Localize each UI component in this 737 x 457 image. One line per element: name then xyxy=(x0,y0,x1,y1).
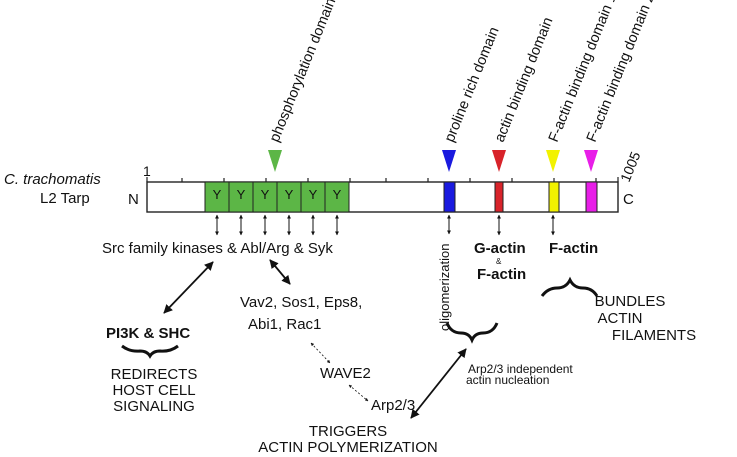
wave2-to-arp-arrow xyxy=(348,384,369,402)
tyrosine-repeat-3 xyxy=(252,181,278,213)
tyrosine-label-2: Y xyxy=(237,187,246,202)
tyrosine-repeat-1 xyxy=(204,181,230,213)
vav-to-wave2-arrow xyxy=(310,342,331,364)
factin-binding-1-box xyxy=(548,181,560,213)
nucleation-line-2: actin nucleation xyxy=(466,373,549,387)
arp23-label: Arp2/3 xyxy=(371,397,415,414)
species-label: C. trachomatis xyxy=(4,171,101,188)
vav2-line-1: Vav2, Sos1, Eps8, xyxy=(240,294,362,311)
phosphorylation-marker xyxy=(268,150,282,172)
redirects-line-3: SIGNALING xyxy=(113,398,195,415)
wave2-label: WAVE2 xyxy=(320,365,371,382)
ampersand-label: & xyxy=(496,257,502,266)
tyrosine-label-6: Y xyxy=(333,187,342,202)
actin-binding-marker xyxy=(492,150,506,172)
redirects-block: REDIRECTS HOST CELL SIGNALING xyxy=(111,366,198,415)
repeat-interaction-arrows xyxy=(215,214,555,236)
f-actin-label-under-g: F-actin xyxy=(477,266,526,283)
phosphorylation-domain-label: phosphorylation domain xyxy=(267,0,340,144)
bundles-line-3: FILAMENTS xyxy=(612,327,696,344)
bundles-line-2: ACTIN xyxy=(598,310,643,327)
proline-rich-box xyxy=(443,181,456,213)
oligomerization-label: oligomerization xyxy=(437,244,452,331)
redirects-line-2: HOST CELL xyxy=(112,382,195,399)
f-actin-label: F-actin xyxy=(549,240,598,257)
actin-binding-box xyxy=(494,181,504,213)
triggers-line-1: TRIGGERS xyxy=(309,423,387,440)
bundles-brace xyxy=(540,276,599,297)
tyrosine-label-4: Y xyxy=(285,187,294,202)
protein-name-label: L2 Tarp xyxy=(40,190,90,207)
factin1-marker xyxy=(546,150,560,172)
tyrosine-repeat-5 xyxy=(300,181,326,213)
c-terminus-label: C xyxy=(623,191,634,208)
actin-binding-domain-label: actin binding domain xyxy=(492,15,557,144)
end-residue-label: 1005 xyxy=(617,149,644,184)
pi3k-brace xyxy=(121,344,179,359)
tyrosine-repeat-4 xyxy=(276,181,302,213)
g-actin-label: G-actin xyxy=(474,240,526,257)
nucleation-brace xyxy=(445,322,499,344)
vav2-arrow xyxy=(269,259,291,285)
tyrosine-label-5: Y xyxy=(309,187,318,202)
factin2-marker xyxy=(584,150,598,172)
nucleation-line-1: Arp2/3 independent xyxy=(468,362,573,376)
bundles-block: BUNDLES ACTIN FILAMENTS xyxy=(595,293,697,344)
proline-domain-label: proline rich domain xyxy=(442,25,503,145)
nucleation-arrow xyxy=(410,348,467,419)
factin-binding-2-box xyxy=(585,181,598,213)
proline-marker xyxy=(442,150,456,172)
start-residue-label: 1 xyxy=(143,163,151,179)
pi3k-shc-label: PI3K & SHC xyxy=(106,325,190,342)
factin1-domain-label: F-actin binding domain 1 xyxy=(546,0,620,144)
src-kinases-label: Src family kinases & Abl/Arg & Syk xyxy=(102,240,333,257)
n-terminus-label: N xyxy=(128,191,139,208)
tyrosine-repeat-6 xyxy=(324,181,350,213)
vav2-line-2: Abi1, Rac1 xyxy=(248,316,321,333)
pi3k-arrow xyxy=(163,261,214,314)
redirects-line-1: REDIRECTS xyxy=(111,366,198,383)
tyrosine-labels: Y Y Y Y Y Y xyxy=(213,187,342,202)
tyrosine-label-3: Y xyxy=(261,187,270,202)
tyrosine-label-1: Y xyxy=(213,187,222,202)
triggers-line-2: ACTIN POLYMERIZATION xyxy=(258,439,437,456)
bar-ticks xyxy=(146,177,619,182)
bundles-line-1: BUNDLES xyxy=(595,293,666,310)
tyrosine-repeat-2 xyxy=(228,181,254,213)
phosphorylation-repeats xyxy=(204,181,350,213)
